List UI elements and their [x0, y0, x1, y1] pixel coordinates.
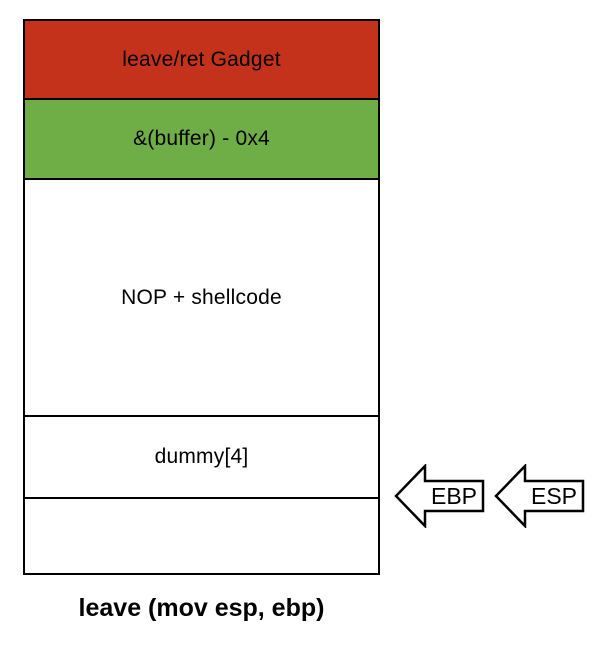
stack-box: leave/ret Gadget &(buffer) - 0x4 NOP + s… [23, 19, 380, 575]
esp-arrow-label: ESP [531, 483, 577, 509]
esp-register-arrow: ESP [494, 464, 585, 528]
stack-cell-dummy: dummy[4] [25, 415, 378, 497]
ebp-arrow-label: EBP [431, 483, 477, 509]
left-block-arrow-icon [394, 464, 485, 528]
stack-cell-label: dummy[4] [154, 445, 249, 468]
stack-cell-buffer-address: &(buffer) - 0x4 [25, 98, 378, 178]
stack-cell-empty [25, 497, 378, 573]
stack-cell-nop-shellcode: NOP + shellcode [25, 178, 378, 415]
stack-cell-label: NOP + shellcode [121, 285, 282, 309]
diagram-caption: leave (mov esp, ebp) [78, 594, 325, 622]
left-block-arrow-icon [494, 464, 585, 528]
ebp-register-arrow: EBP [394, 464, 485, 528]
stack-cell-leave-ret-gadget: leave/ret Gadget [25, 21, 378, 98]
stack-cell-label: leave/ret Gadget [122, 47, 281, 71]
stack-cell-label: &(buffer) - 0x4 [133, 127, 270, 150]
